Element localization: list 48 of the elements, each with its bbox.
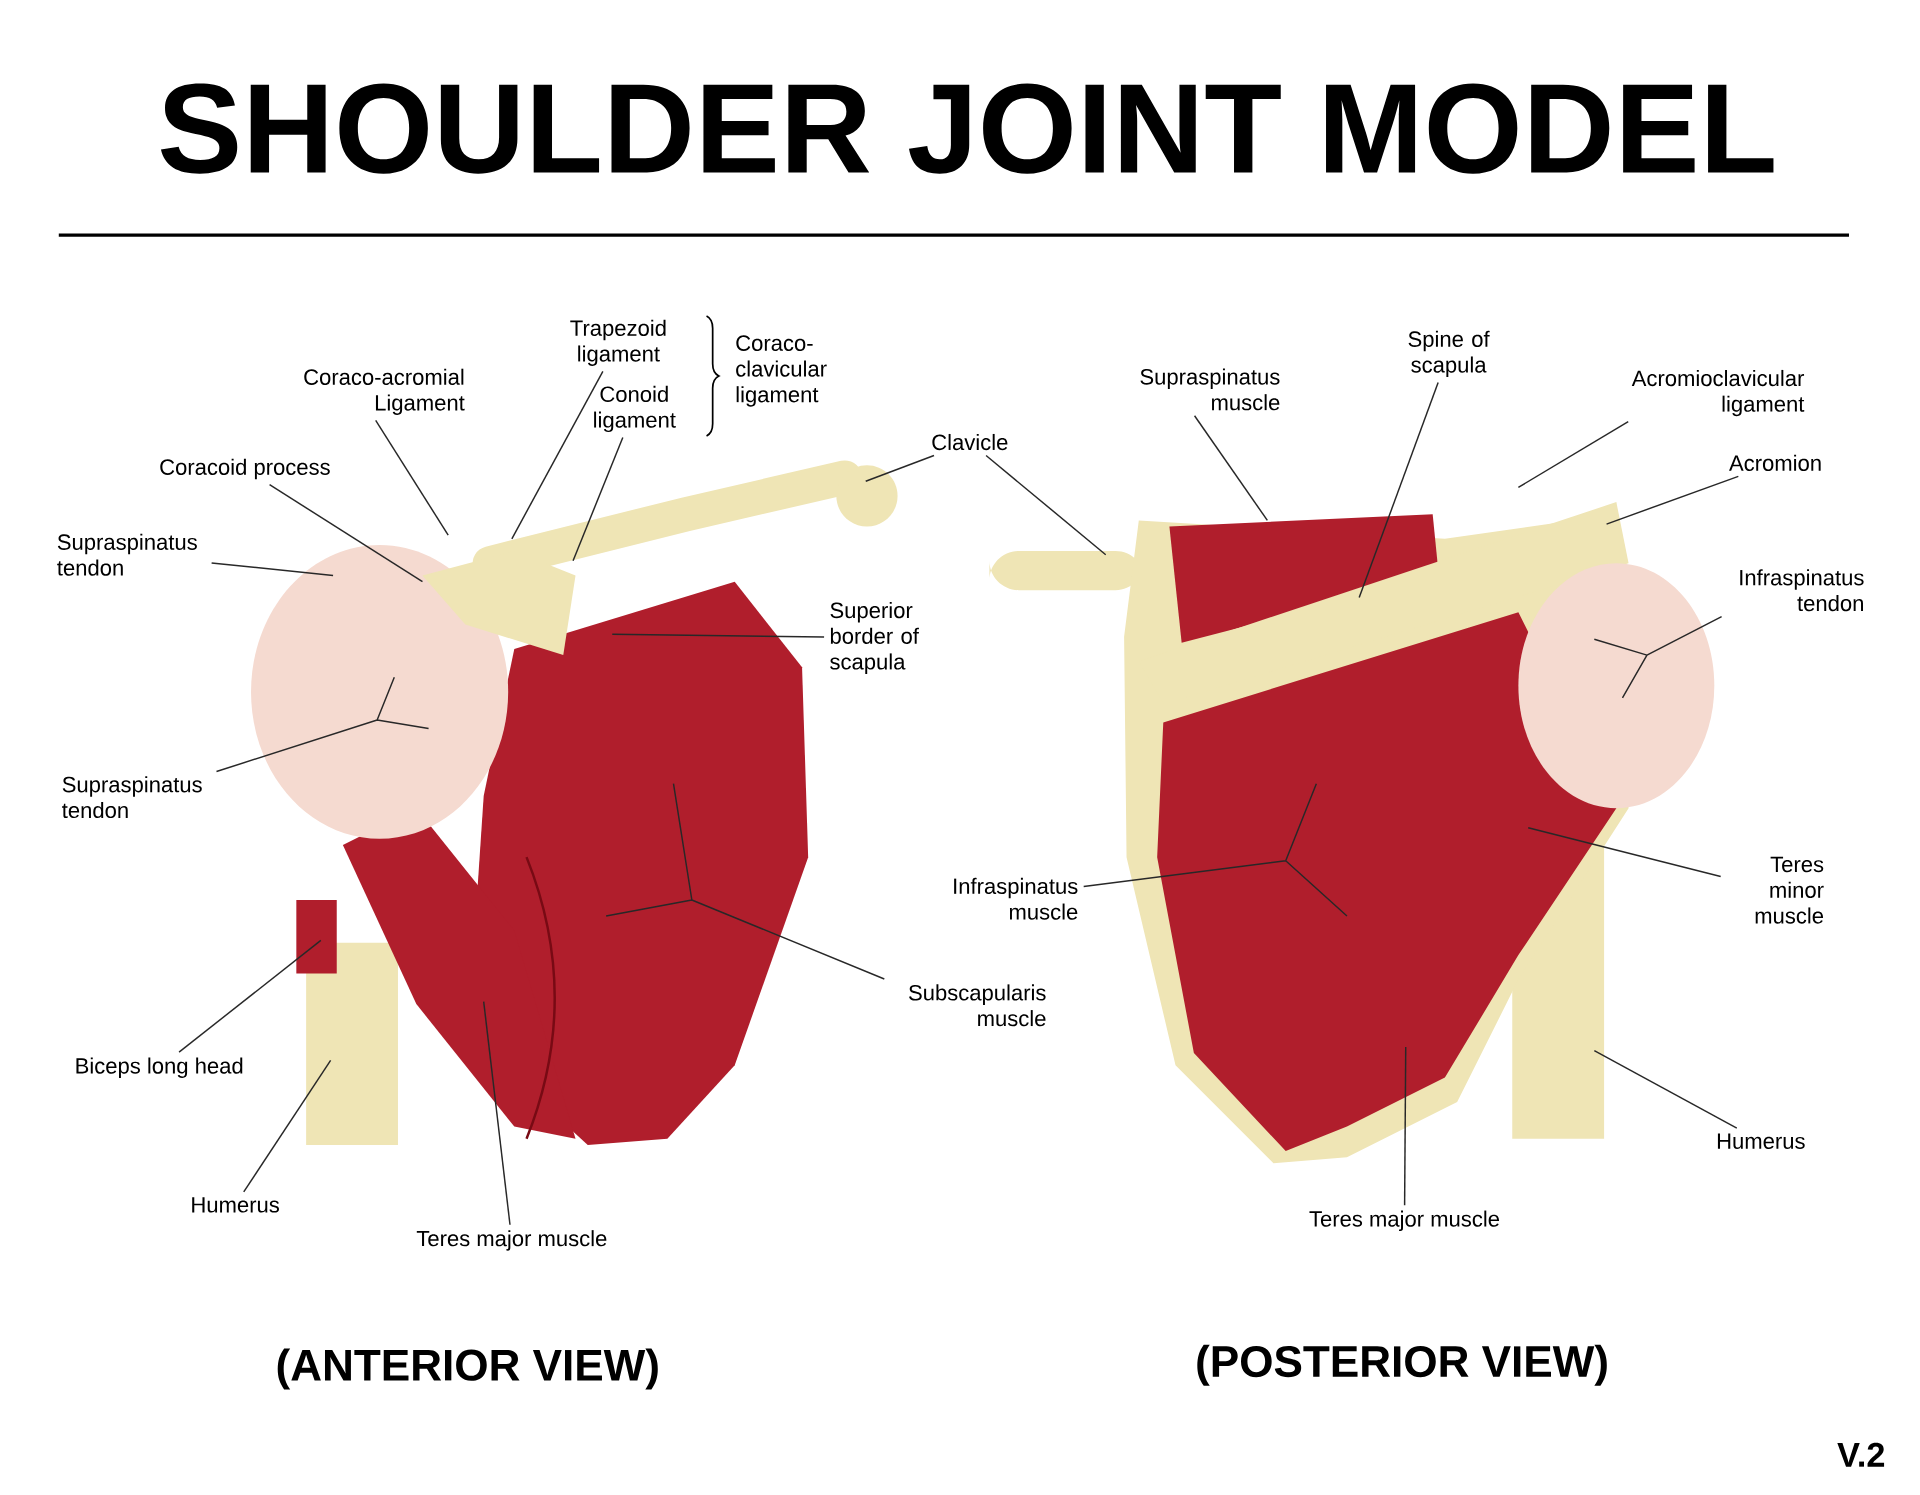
leader-line <box>1517 420 1629 489</box>
leader-line <box>1358 381 1439 599</box>
leader-line <box>1593 1049 1738 1129</box>
part-label: Acromioclavicular ligament <box>1631 369 1805 417</box>
leader-line <box>611 633 825 638</box>
part-label: Spine of scapula <box>1408 330 1490 377</box>
part-label: Biceps long head <box>76 1057 243 1078</box>
leader-line <box>178 939 322 1053</box>
leader-line <box>482 1000 511 1226</box>
leader-line <box>865 454 935 482</box>
part-label: Supraspinatus tendon <box>62 776 202 819</box>
leader-line <box>210 562 334 577</box>
part-label: Subscapularis muscle <box>909 984 1046 1027</box>
part-label: Superior border of scapula <box>830 601 919 674</box>
title: SHOULDER JOINT MODEL <box>160 83 1774 174</box>
leader-line <box>268 483 424 583</box>
leader-line <box>1082 782 1348 917</box>
part-label: Coracoid process <box>160 458 330 480</box>
leader-line <box>1193 414 1269 522</box>
part-label: Conoid ligament <box>594 385 676 433</box>
part-label: Coraco-clavicular ligament <box>736 335 827 407</box>
part-label: Trapezoid ligament <box>570 319 666 366</box>
version-label: V.2 <box>1837 1442 1885 1467</box>
leader-line <box>374 419 449 536</box>
leader-line <box>215 676 430 773</box>
part-label: Supraspinatus muscle <box>1140 368 1280 411</box>
part-label: Acromion <box>1729 454 1821 471</box>
leader-line <box>605 782 886 980</box>
part-label: Infraspinatus tendon <box>1740 569 1864 612</box>
part-label: Infraspinatus muscle <box>954 877 1078 920</box>
part-label: Clavicle <box>932 433 1008 451</box>
part-label: Teres major muscle <box>1309 1210 1500 1232</box>
part-label: Teres major muscle <box>416 1230 607 1251</box>
leader-line <box>1605 475 1740 525</box>
leader-line <box>511 370 604 540</box>
leader-line <box>1593 615 1723 699</box>
part-label: Humerus <box>192 1197 279 1213</box>
view-caption: (ANTERIOR VIEW) <box>277 1348 658 1390</box>
leader-line <box>1403 1046 1407 1206</box>
part-label: Supraspinatus tendon <box>57 533 197 576</box>
leader-line <box>1527 826 1722 878</box>
leader-line <box>572 436 624 562</box>
part-label: Teres minor muscle <box>1755 856 1824 924</box>
part-label: Humerus <box>1717 1133 1805 1149</box>
view-caption: (POSTERIOR VIEW) <box>1197 1344 1607 1386</box>
part-label: Coraco-acromial Ligament <box>304 368 465 415</box>
leader-line <box>985 454 1107 556</box>
leader-line <box>243 1059 332 1193</box>
